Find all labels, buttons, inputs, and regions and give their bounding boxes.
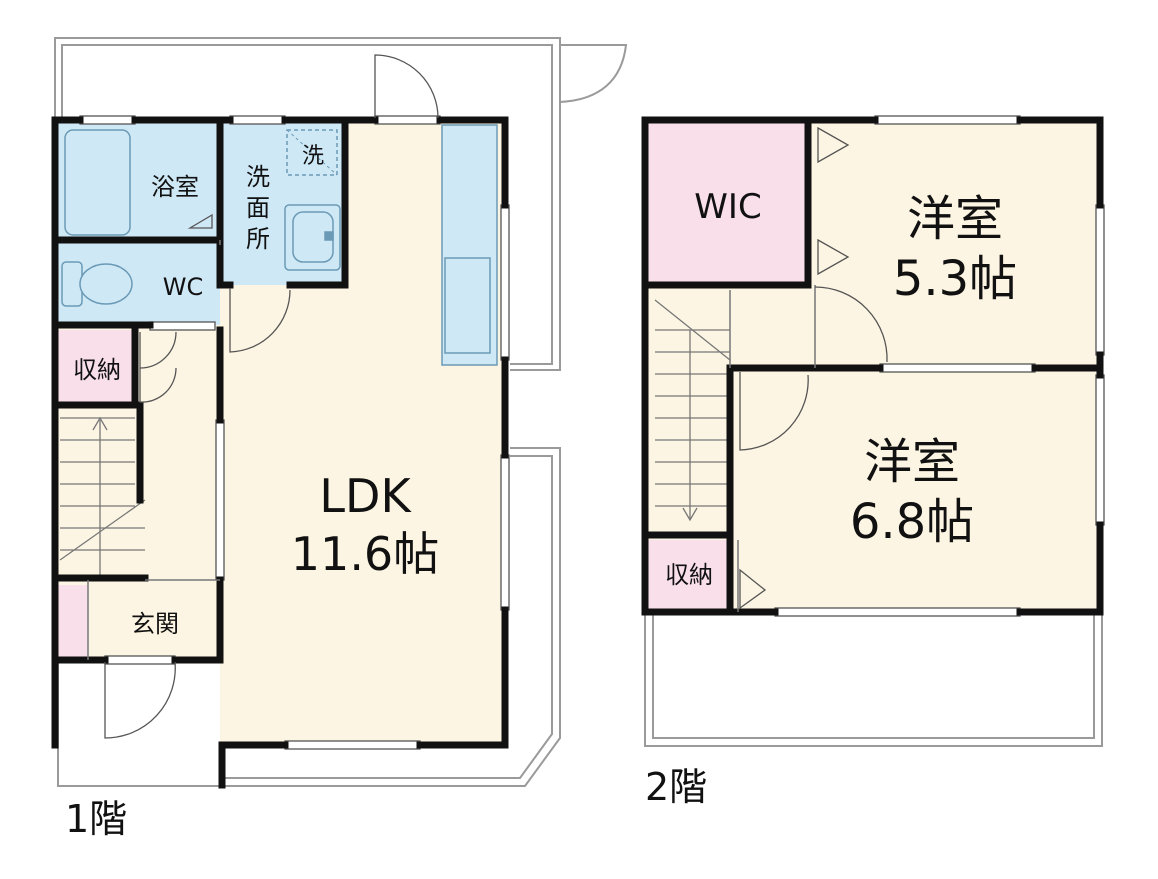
floor1-thin-walls bbox=[87, 240, 221, 660]
ldk-floor bbox=[220, 120, 505, 745]
washer-label: 洗 bbox=[302, 144, 324, 169]
sink bbox=[444, 257, 491, 354]
room1-name-label: 洋室 bbox=[907, 191, 1003, 247]
storage-floor bbox=[55, 330, 135, 405]
toilet-icon bbox=[61, 261, 133, 307]
floor1-label: 1階 bbox=[65, 797, 127, 841]
floor2-thin-walls bbox=[729, 285, 816, 612]
floor1-stairs bbox=[59, 416, 146, 575]
bathtub bbox=[64, 129, 131, 236]
washroom-label-3: 所 bbox=[246, 225, 270, 253]
washer-place bbox=[286, 129, 338, 176]
ldk-size-label: 11.6帖 bbox=[291, 527, 439, 581]
washroom-label-2: 面 bbox=[246, 194, 270, 222]
floor2-balcony bbox=[644, 612, 1103, 747]
wic-label: WIC bbox=[694, 187, 761, 227]
storage-label-2f: 収納 bbox=[665, 561, 713, 589]
wash-basin-icon bbox=[284, 204, 341, 271]
storage-label-1f: 収納 bbox=[73, 356, 121, 384]
wc-label: WC bbox=[163, 273, 204, 301]
floor-1: 浴室 洗 面 所 洗 WC 収納 玄関 LDK 11.6帖 1階 bbox=[51, 37, 628, 841]
room2-name-label: 洋室 bbox=[864, 434, 960, 490]
ldk-name-label: LDK bbox=[319, 469, 412, 523]
floor1-walls bbox=[51, 116, 509, 789]
washer-mark bbox=[286, 129, 338, 176]
room1-size-label: 5.3帖 bbox=[893, 251, 1017, 307]
floor-2: WIC 洋室 5.3帖 洋室 6.8帖 収納 2階 bbox=[641, 115, 1105, 809]
wic-floor bbox=[648, 123, 808, 283]
floor1-doors bbox=[104, 54, 439, 739]
shoe-storage-floor bbox=[58, 585, 88, 657]
entrance-label: 玄関 bbox=[131, 610, 179, 638]
floor2-doors bbox=[739, 126, 888, 610]
storage-2f-floor bbox=[648, 540, 730, 612]
floor2-stairs bbox=[654, 299, 731, 522]
bath-label: 浴室 bbox=[151, 173, 199, 201]
floor2-label: 2階 bbox=[645, 765, 707, 809]
floor2-walls bbox=[641, 116, 1104, 616]
room2-size-label: 6.8帖 bbox=[850, 494, 974, 550]
washroom-label-1: 洗 bbox=[246, 163, 270, 191]
